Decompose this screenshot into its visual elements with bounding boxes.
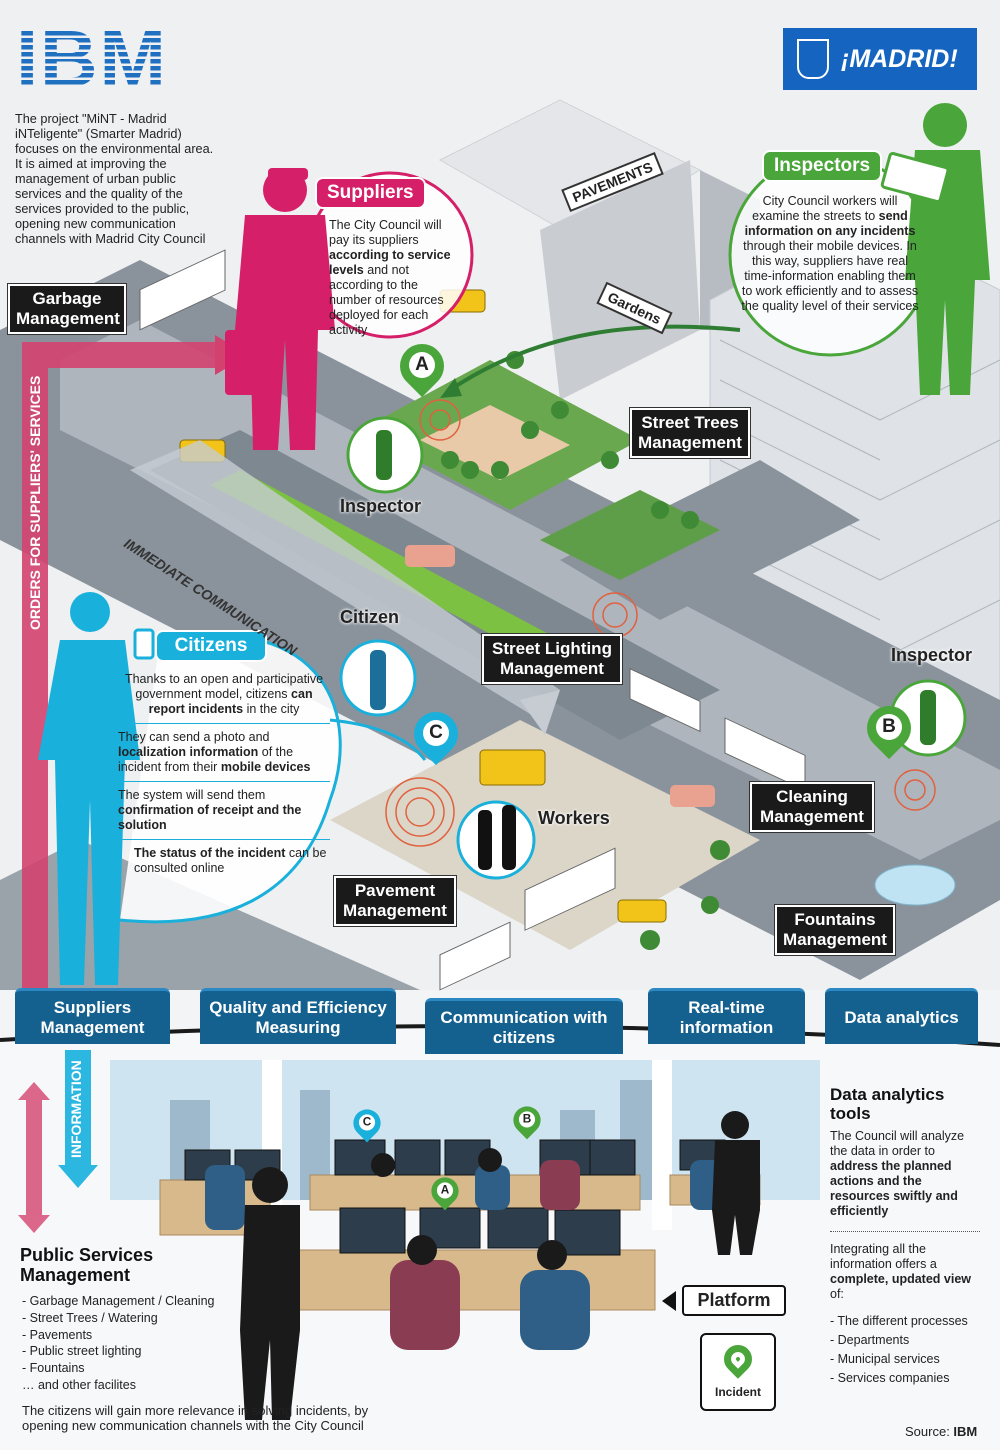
list-item: - Services companies — [830, 1371, 950, 1385]
pin-c-icon[interactable]: C — [404, 702, 468, 772]
pavement-label: Pavement Management — [334, 876, 456, 926]
triangle-left-icon — [662, 1290, 676, 1311]
platform-box: Platform — [662, 1285, 786, 1316]
pin-c-screen-icon: C — [347, 1103, 387, 1146]
madrid-crest-icon — [797, 39, 829, 79]
pin-a-icon[interactable]: A — [390, 334, 454, 404]
orders-arrow-label: ORDERS FOR SUPPLIERS' SERVICES — [27, 375, 43, 630]
inspector-b-label: Inspector — [891, 645, 973, 665]
citizen-figure — [38, 592, 155, 985]
list-item: - Public street lighting — [22, 1344, 142, 1359]
fountains-label: Fountains Management — [775, 905, 895, 955]
tab-data-analytics[interactable]: Data analytics — [825, 988, 978, 1044]
source: Source: IBM — [905, 1424, 978, 1439]
tab-realtime-information[interactable]: Real-time information — [648, 988, 805, 1044]
tab-communication-citizens[interactable]: Communication with citizens — [425, 998, 623, 1054]
inspector-a-label: Inspector — [340, 496, 422, 516]
inspector-figure — [880, 103, 990, 395]
information-arrow-label: INFORMATION — [68, 1060, 84, 1158]
list-item: - Street Trees / Watering — [22, 1310, 158, 1325]
ibm-logo: IBM — [16, 14, 181, 103]
tab-suppliers-management[interactable]: Suppliers Management — [15, 988, 170, 1044]
incident-box: Incident — [700, 1333, 776, 1411]
citizens-text: Thanks to an open and participative gove… — [118, 672, 330, 876]
list-item: - Garbage Management / Cleaning — [22, 1294, 215, 1308]
pin-b-screen-icon: B — [507, 1100, 547, 1143]
svg-text:IBM: IBM — [16, 24, 166, 92]
list-item: - The different processes — [830, 1314, 968, 1328]
citizens-title: Citizens — [155, 630, 267, 662]
citizen-label: Citizen — [340, 607, 400, 627]
workers-label: Workers — [538, 808, 610, 828]
cleaning-label: Cleaning Management — [750, 782, 874, 832]
list-item: … and other facilites — [22, 1377, 136, 1392]
pin-a-screen-icon: A — [425, 1171, 465, 1214]
tab-quality-efficiency[interactable]: Quality and Efficiency Measuring — [200, 988, 396, 1044]
intro-text: The project "MiNT - Madrid iNTeligente" … — [15, 112, 214, 246]
madrid-logo: ¡MADRID! — [783, 28, 977, 90]
street-lighting-label: Street Lighting Management — [482, 634, 622, 684]
analytics-panel: Data analytics tools The Council will an… — [830, 1085, 980, 1388]
suppliers-text: The City Council will pay its suppliers … — [329, 218, 451, 337]
garbage-management-label: Garbage Management — [8, 284, 126, 334]
suppliers-title: Suppliers — [315, 177, 426, 209]
list-item: - Departments — [830, 1333, 910, 1347]
inspectors-title: Inspectors — [762, 150, 883, 182]
inspectors-text: City Council workers will examine the st… — [741, 194, 919, 313]
pin-b-icon[interactable]: B — [857, 696, 921, 766]
public-services-title: Public Services Management — [20, 1245, 154, 1285]
location-pin-icon — [718, 1339, 758, 1379]
supplier-figure — [225, 168, 335, 450]
list-item: - Pavements — [22, 1327, 93, 1342]
list-item: - Fountains — [22, 1361, 85, 1376]
public-services: Public Services Management - Garbage Man… — [20, 1245, 214, 1394]
public-services-list: - Garbage Management / Cleaning - Street… — [22, 1293, 214, 1394]
citizens-footer: The citizens will gain more relevance in… — [22, 1403, 369, 1433]
street-trees-label: Street Trees Management — [630, 408, 750, 458]
analytics-title: Data analytics tools — [830, 1085, 945, 1123]
list-item: - Municipal services — [830, 1352, 940, 1366]
